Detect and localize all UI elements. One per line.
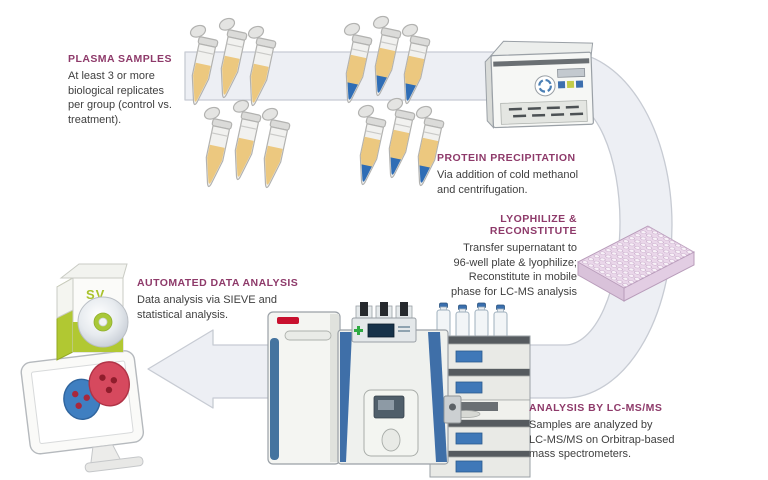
software-box-icon: SV — [56, 263, 129, 361]
step-lyophilize-reconstitute: LYOPHILIZE & RECONSTITUTE Transfer super… — [413, 213, 577, 299]
monitor-icon — [20, 350, 145, 473]
centrifuge-icon — [484, 40, 594, 129]
step-automated-data-analysis: AUTOMATED DATA ANALYSIS Data analysis vi… — [137, 277, 317, 322]
centrifuge-button-green — [566, 80, 575, 89]
centrifuge-button-blue2 — [575, 80, 584, 88]
96-well-plate-icon — [577, 225, 695, 302]
step-heading: AUTOMATED DATA ANALYSIS — [137, 277, 299, 289]
step-plasma-samples: PLASMA SAMPLES At least 3 or more biolog… — [68, 53, 220, 127]
mass-spectrometer-icon — [267, 302, 462, 465]
step-body: Via addition of cold methanol and centri… — [437, 169, 579, 196]
step-body: Transfer supernatant to 96-well plate & … — [451, 242, 577, 298]
step-body: At least 3 or more biological replicates… — [68, 70, 172, 126]
centrifuge-dial-icon — [534, 75, 556, 97]
step-heading: PLASMA SAMPLES — [68, 53, 172, 65]
step-analysis-lcmsms: ANALYSIS BY LC-MS/MS Samples are analyze… — [529, 402, 724, 462]
ms-top-ports-icon — [355, 302, 413, 319]
step-heading: ANALYSIS BY LC-MS/MS — [529, 402, 663, 414]
lc-stack-icon — [429, 302, 531, 478]
cd-disc-icon — [77, 296, 129, 348]
centrifuge-button-blue — [557, 81, 566, 89]
cluster-plot-icon — [63, 361, 130, 420]
centrifuge-display — [557, 68, 586, 78]
thermo-logo-badge — [277, 317, 299, 324]
step-protein-precipitation: PROTEIN PRECIPITATION Via addition of co… — [437, 152, 632, 197]
ms-control-panel — [351, 317, 417, 343]
step-heading: LYOPHILIZE & RECONSTITUTE — [489, 213, 577, 237]
step-heading: PROTEIN PRECIPITATION — [437, 152, 576, 164]
step-body: Samples are analyzed by LC-MS/MS on Orbi… — [529, 419, 675, 461]
step-body: Data analysis via SIEVE and statistical … — [137, 294, 278, 321]
